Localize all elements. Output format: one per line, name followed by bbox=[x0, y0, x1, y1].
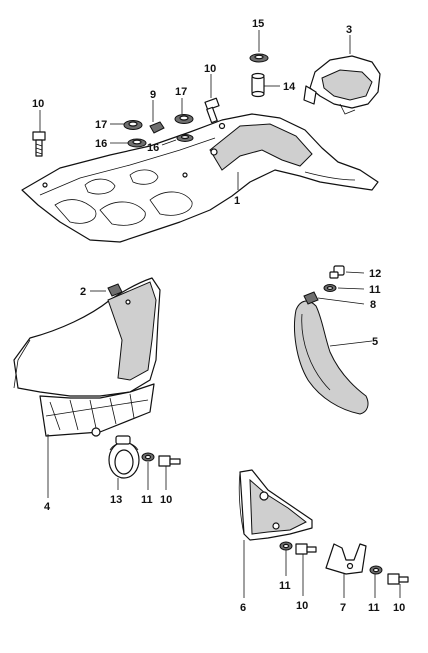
label-1: 1 bbox=[234, 195, 240, 207]
label-3: 3 bbox=[346, 24, 352, 36]
label-4: 4 bbox=[44, 501, 51, 513]
washer-16-left bbox=[127, 138, 147, 148]
label-7: 7 bbox=[340, 602, 346, 614]
label-2: 2 bbox=[80, 286, 86, 298]
washer-11-lower-right bbox=[369, 565, 383, 575]
leader-lines bbox=[39, 30, 401, 598]
label-5: 5 bbox=[372, 336, 378, 348]
label-9: 9 bbox=[150, 89, 156, 101]
washer-11-lower-left bbox=[279, 541, 293, 551]
bolt-10-top-center bbox=[204, 97, 220, 124]
label-6: 6 bbox=[240, 602, 246, 614]
label-10-lower-left: 10 bbox=[296, 600, 308, 612]
label-8: 8 bbox=[370, 299, 376, 311]
label-17-left: 17 bbox=[95, 119, 107, 131]
part-15-washer bbox=[249, 53, 269, 63]
part-5-liner-piece bbox=[294, 300, 369, 415]
washer-11-right-top bbox=[323, 284, 337, 292]
bolt-12 bbox=[329, 265, 345, 279]
bolt-10-middle bbox=[158, 455, 181, 467]
label-13: 13 bbox=[110, 494, 122, 506]
washer-11-middle bbox=[141, 452, 155, 462]
label-11-lower-left: 11 bbox=[279, 580, 291, 592]
part-13-clamp bbox=[108, 435, 140, 479]
part-7-small-bracket bbox=[325, 543, 367, 575]
label-11-right-top: 11 bbox=[369, 284, 381, 296]
label-16-left: 16 bbox=[95, 138, 107, 150]
label-10-top-left: 10 bbox=[32, 98, 44, 110]
part-14-spacer bbox=[251, 72, 265, 98]
label-11-lower-right: 11 bbox=[368, 602, 380, 614]
part-3-bracket bbox=[303, 55, 381, 115]
label-12: 12 bbox=[369, 268, 381, 280]
nut-17-right bbox=[174, 114, 194, 124]
label-10-top-center: 10 bbox=[204, 63, 216, 75]
bolt-10-lower-right bbox=[387, 573, 409, 585]
label-15: 15 bbox=[252, 18, 264, 30]
label-10-lower-right: 10 bbox=[393, 602, 405, 614]
part-4-liner-section bbox=[13, 277, 161, 437]
callout-labels: 15 3 10 14 10 9 17 17 16 16 1 2 12 11 8 … bbox=[32, 18, 405, 614]
clip-9 bbox=[149, 121, 165, 134]
part-1-wheel-housing-liner bbox=[21, 113, 379, 243]
label-10-middle: 10 bbox=[160, 494, 172, 506]
nut-17-left bbox=[123, 120, 143, 130]
label-14: 14 bbox=[283, 81, 296, 93]
clip-8 bbox=[303, 291, 319, 305]
bolt-10-top-left bbox=[32, 131, 46, 157]
part-6-bracket-plate bbox=[238, 469, 313, 541]
label-16-right: 16 bbox=[147, 142, 159, 154]
bolt-10-lower-left bbox=[295, 543, 317, 555]
label-17-right: 17 bbox=[175, 86, 187, 98]
label-11-middle: 11 bbox=[141, 494, 153, 506]
washer-16-right bbox=[176, 134, 194, 142]
